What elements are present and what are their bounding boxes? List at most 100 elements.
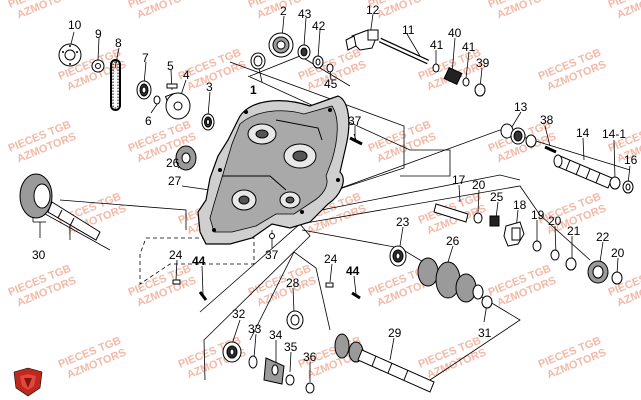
callout-22: 22: [596, 230, 610, 244]
callout-10: 10: [68, 18, 82, 32]
bearing-2: [268, 32, 294, 58]
bolt-44b: [351, 291, 361, 300]
callout-12: 12: [366, 3, 380, 17]
gear-22: [587, 260, 609, 284]
shift-fork-12: [345, 29, 379, 51]
bolt-24a: [172, 279, 181, 285]
bearing-set-13: [500, 123, 537, 148]
gear-shaft-30: [19, 173, 101, 241]
callout-35: 35: [284, 340, 298, 354]
pin-38: [544, 145, 557, 154]
callout-21: 21: [567, 224, 581, 238]
chain-8: [110, 59, 121, 111]
callout-18: 18: [513, 198, 527, 212]
washer-20b: [550, 249, 560, 261]
callout-32: 32: [232, 307, 246, 321]
callout-27: 27: [168, 174, 182, 188]
callout-3: 3: [206, 80, 213, 94]
callout-41a: 41: [430, 38, 444, 52]
brand-shield-logo: [13, 367, 43, 397]
ring-14-1: [609, 176, 621, 190]
callout-36: 36: [303, 350, 317, 364]
bearing-23: [389, 245, 407, 267]
callout-5: 5: [167, 59, 174, 73]
watermark-line1: PIECES TGB: [607, 0, 641, 11]
callout-39: 39: [476, 56, 490, 70]
callout-42: 42: [312, 19, 326, 33]
callout-45: 45: [324, 77, 338, 91]
callout-25: 25: [490, 190, 504, 204]
parts-layer: [13, 29, 634, 397]
callout-13: 13: [514, 100, 528, 114]
callout-29: 29: [388, 326, 402, 340]
gasket-10: [58, 43, 82, 67]
callout-24b: 24: [324, 252, 338, 266]
washer-20c: [611, 271, 623, 285]
bevel-gear-34: [263, 357, 285, 385]
shaft-14: [553, 154, 613, 189]
callout-9: 9: [95, 27, 102, 41]
callout-41b: 41: [462, 40, 476, 54]
callout-33: 33: [248, 322, 262, 336]
callout-1: 1: [250, 83, 257, 97]
plate-4: [165, 92, 191, 120]
washer-6: [153, 95, 161, 105]
callout-31: 31: [478, 326, 492, 340]
callout-14: 14: [576, 126, 590, 140]
callout-24a: 24: [169, 248, 183, 262]
ring-33: [248, 355, 258, 369]
callout-4: 4: [183, 68, 190, 82]
washer-35: [285, 374, 295, 386]
shift-fork-18: [503, 221, 525, 247]
transmission-case: [197, 95, 350, 245]
callout-34: 34: [269, 328, 283, 342]
callout-28: 28: [286, 276, 300, 290]
clip-41b: [462, 77, 470, 87]
callout-26b: 26: [446, 234, 460, 248]
bearing-7: [136, 80, 152, 100]
bearing-3: [201, 113, 215, 131]
spring-40: [443, 66, 463, 86]
callout-17: 17: [452, 173, 466, 187]
washer-31: [481, 295, 493, 309]
clip-41a: [432, 63, 440, 73]
ring-19: [532, 240, 542, 252]
callout-19: 19: [531, 208, 545, 222]
ring-39: [474, 83, 486, 97]
callout-11: 11: [402, 23, 415, 37]
callout-20b: 20: [548, 214, 562, 228]
callout-7: 7: [142, 51, 149, 65]
callout-43: 43: [298, 7, 312, 21]
callout-labels: 10 9 8 7 5 4 3 6 2 43 42 12 11 40 41 41 …: [32, 3, 638, 364]
bolt-44a: [198, 291, 208, 301]
bearing-32: [222, 341, 242, 363]
gear-26-case: [175, 145, 197, 171]
bolt-37a: [349, 136, 363, 146]
callout-20c: 20: [611, 246, 625, 260]
callout-6: 6: [145, 114, 152, 128]
washer-20a: [473, 212, 483, 224]
output-shaft-29: [334, 333, 435, 393]
ring-36: [305, 382, 315, 394]
bolt-24b: [325, 282, 334, 288]
callout-8: 8: [115, 36, 122, 50]
spring-25: [489, 215, 500, 227]
callout-37a: 37: [348, 114, 362, 128]
callout-14-1: 14-1: [602, 127, 626, 141]
shaft-17: [433, 203, 469, 223]
callout-30: 30: [32, 248, 46, 262]
callout-38: 38: [540, 113, 554, 127]
bearing-1: [250, 52, 266, 70]
callout-37b: 37: [265, 248, 279, 262]
bearing-21: [565, 257, 577, 271]
callout-23: 23: [396, 215, 410, 229]
